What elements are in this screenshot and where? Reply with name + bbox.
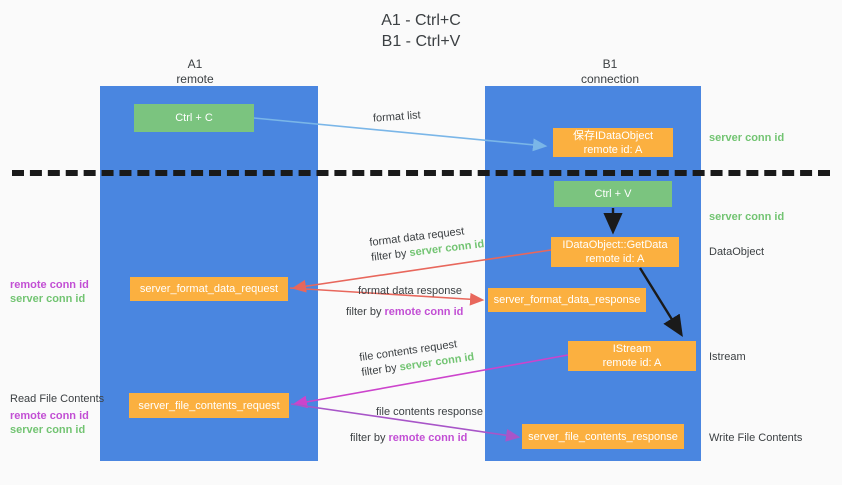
column-header-b1: B1 connection bbox=[530, 57, 690, 87]
annotation-remote-conn-id: remote conn id bbox=[10, 410, 89, 422]
title-line-2: B1 - Ctrl+V bbox=[381, 33, 461, 50]
box-ctrl-c-label: Ctrl + C bbox=[175, 112, 213, 124]
edge-label-format-data-response-filter: filter by remote conn id bbox=[346, 305, 463, 320]
box-istream-title: IStream bbox=[612, 343, 652, 355]
annotation-write-file-contents: Write File Contents bbox=[709, 432, 803, 444]
box-server-file-contents-request-label: server_file_contents_request bbox=[138, 399, 280, 412]
edge-label-format-list-text: format list bbox=[372, 109, 422, 125]
column-header-b1-name: B1 bbox=[602, 57, 618, 71]
box-idataobject-save[interactable]: 保存IDataObject remote id: A bbox=[553, 128, 673, 157]
edge-label-format-data-response: format data response filter by remote co… bbox=[346, 284, 463, 320]
box-server-format-data-response-label: server_format_data_response bbox=[493, 294, 641, 306]
annotation-istream: Istream bbox=[709, 351, 746, 363]
box-getdata-subtitle: remote id: A bbox=[585, 253, 645, 265]
column-header-b1-role: connection bbox=[580, 72, 640, 86]
box-idataobject-save-subtitle: remote id: A bbox=[583, 143, 643, 156]
annotation-server-conn-id-top: server conn id bbox=[709, 132, 785, 144]
phase-divider bbox=[12, 170, 830, 176]
box-server-file-contents-response-label: server_file_contents_response bbox=[528, 430, 678, 443]
box-istream[interactable]: IStream remote id: A bbox=[568, 341, 696, 371]
annotation-read-file-contents: Read File Contents bbox=[10, 393, 105, 405]
box-ctrl-v[interactable]: Ctrl + V bbox=[554, 181, 672, 207]
column-header-a1: A1 remote bbox=[115, 57, 275, 87]
box-getdata-title: IDataObject::GetData bbox=[562, 239, 668, 251]
diagram-title: A1 - Ctrl+C B1 - Ctrl+V bbox=[0, 10, 842, 52]
annotation-server-conn-id-ctrlv: server conn id bbox=[709, 211, 785, 223]
box-server-format-data-response[interactable]: server_format_data_response bbox=[488, 288, 646, 312]
filter-prefix: filter by bbox=[346, 306, 385, 318]
edge-label-format-data-response-title: format data response bbox=[358, 285, 462, 297]
annotation-server-conn-id: server conn id bbox=[10, 424, 86, 436]
filter-prefix: filter by bbox=[360, 361, 401, 379]
annotation-dataobject: DataObject bbox=[709, 246, 765, 258]
column-header-a1-role: remote bbox=[176, 72, 214, 86]
filter-prefix: filter by bbox=[370, 247, 411, 264]
filter-prefix: filter by bbox=[350, 432, 389, 444]
title-line-1: A1 - Ctrl+C bbox=[381, 12, 461, 29]
edge-label-format-data-request: format data request filter by server con… bbox=[369, 222, 486, 266]
box-ctrl-c[interactable]: Ctrl + C bbox=[134, 104, 254, 132]
annotation-server-conn-id: server conn id bbox=[10, 293, 86, 305]
edge-label-file-contents-request: file contents request filter by server c… bbox=[358, 335, 475, 381]
box-server-file-contents-response[interactable]: server_file_contents_response bbox=[522, 424, 684, 449]
box-server-format-data-request-label: server_format_data_request bbox=[139, 283, 279, 295]
box-idataobject-save-title: 保存IDataObject bbox=[572, 129, 654, 142]
box-istream-subtitle: remote id: A bbox=[602, 357, 662, 369]
box-server-file-contents-request[interactable]: server_file_contents_request bbox=[129, 393, 289, 418]
annotation-conn-ids-middle: remote conn id server conn id bbox=[10, 278, 89, 306]
annotation-read-file-group: Read File Contents remote conn id server… bbox=[10, 392, 104, 437]
edge-label-file-contents-response-filter: filter by remote conn id bbox=[350, 431, 483, 446]
filter-value-remote-conn-id: remote conn id bbox=[384, 306, 464, 318]
annotation-remote-conn-id: remote conn id bbox=[10, 279, 89, 291]
column-header-a1-name: A1 bbox=[187, 57, 203, 71]
box-server-format-data-request[interactable]: server_format_data_request bbox=[130, 277, 288, 301]
edge-label-file-contents-response: file contents response filter by remote … bbox=[350, 405, 483, 446]
filter-value-remote-conn-id: remote conn id bbox=[388, 432, 468, 444]
box-ctrl-v-label: Ctrl + V bbox=[594, 188, 632, 200]
edge-label-file-contents-response-title: file contents response bbox=[376, 406, 484, 418]
edge-label-format-list: format list bbox=[373, 108, 422, 126]
box-idataobject-getdata[interactable]: IDataObject::GetData remote id: A bbox=[551, 237, 679, 267]
